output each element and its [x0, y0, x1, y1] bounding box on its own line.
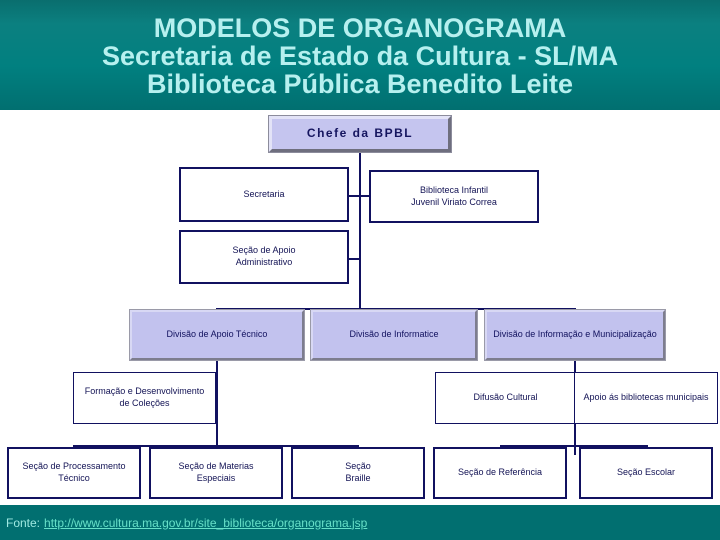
node-sec-mat-label: Seção de Materias Especiais — [178, 461, 254, 483]
org-chart-canvas: Chefe da BPBL Secretaria Biblioteca Infa… — [0, 110, 720, 505]
node-chefe-label: Chefe da BPBL — [306, 126, 414, 141]
node-sec-escolar[interactable]: Seção Escolar — [579, 447, 713, 499]
node-bib-infantil[interactable]: Biblioteca Infantil Juvenil Viriato Corr… — [369, 170, 539, 223]
node-bib-infantil-label: Biblioteca Infantil Juvenil Viriato Corr… — [411, 184, 497, 207]
node-div-apoio[interactable]: Divisão de Apoio Técnico — [129, 309, 305, 361]
header-title-line-3: Biblioteca Pública Benedito Leite — [146, 69, 574, 100]
slide-footer: Fonte: http://www.cultura.ma.gov.br/site… — [0, 505, 720, 540]
edge-chefe-trunk — [359, 150, 361, 310]
source-label: Fonte: — [6, 515, 41, 530]
header-title-line-2: Secretaria de Estado da Cultura - SL/MA — [101, 40, 619, 71]
node-sec-escolar-label: Seção Escolar — [616, 467, 676, 478]
node-difusao-label: Difusão Cultural — [473, 392, 538, 403]
node-div-info[interactable]: Divisão de Informatice — [310, 309, 478, 361]
edge-chefe-bib-infantil — [359, 195, 371, 197]
source-link[interactable]: http://www.cultura.ma.gov.br/site_biblio… — [44, 515, 368, 530]
node-div-muni[interactable]: Divisão de Informação e Municipalização — [484, 309, 666, 361]
node-div-info-label: Divisão de Informatice — [349, 329, 439, 340]
node-div-muni-label: Divisão de Informação e Municipalização — [493, 329, 657, 340]
node-sec-proc[interactable]: Seção de Processamento Técnico — [7, 447, 141, 499]
node-sec-braille-label: Seção Braille — [345, 461, 371, 483]
node-apoio-adm[interactable]: Seção de Apoio Administrativo — [179, 230, 349, 284]
node-secretaria-label: Secretaria — [243, 188, 285, 199]
edge-chefe-apoio-adm — [349, 258, 361, 260]
edge-chefe-secretaria — [349, 195, 361, 197]
node-apoio-adm-label: Seção de Apoio Administrativo — [232, 245, 296, 267]
node-difusao[interactable]: Difusão Cultural — [435, 372, 576, 424]
node-sec-braille[interactable]: Seção Braille — [291, 447, 425, 499]
node-sec-ref[interactable]: Seção de Referência — [433, 447, 567, 499]
node-chefe[interactable]: Chefe da BPBL — [268, 115, 452, 153]
node-div-apoio-label: Divisão de Apoio Técnico — [166, 329, 268, 340]
node-sec-proc-label: Seção de Processamento Técnico — [22, 461, 126, 483]
edge-divisions-bus — [216, 308, 576, 310]
node-apoio-bib[interactable]: Apoio ás bibliotecas municipais — [574, 372, 718, 424]
node-sec-mat[interactable]: Seção de Materias Especiais — [149, 447, 283, 499]
edge-muni-children-bus — [500, 445, 648, 447]
node-apoio-bib-label: Apoio ás bibliotecas municipais — [583, 392, 709, 403]
node-formacao-label: Formação e Desenvolvimento de Coleções — [84, 386, 205, 408]
edge-div-apoio-trunk — [216, 360, 218, 455]
header-title-line-1: MODELOS DE ORGANOGRAMA — [153, 12, 567, 43]
node-sec-ref-label: Seção de Referência — [457, 467, 543, 478]
node-secretaria[interactable]: Secretaria — [179, 167, 349, 222]
node-formacao[interactable]: Formação e Desenvolvimento de Coleções — [73, 372, 216, 424]
slide-header: MODELOS DE ORGANOGRAMA Secretaria de Est… — [0, 0, 720, 110]
